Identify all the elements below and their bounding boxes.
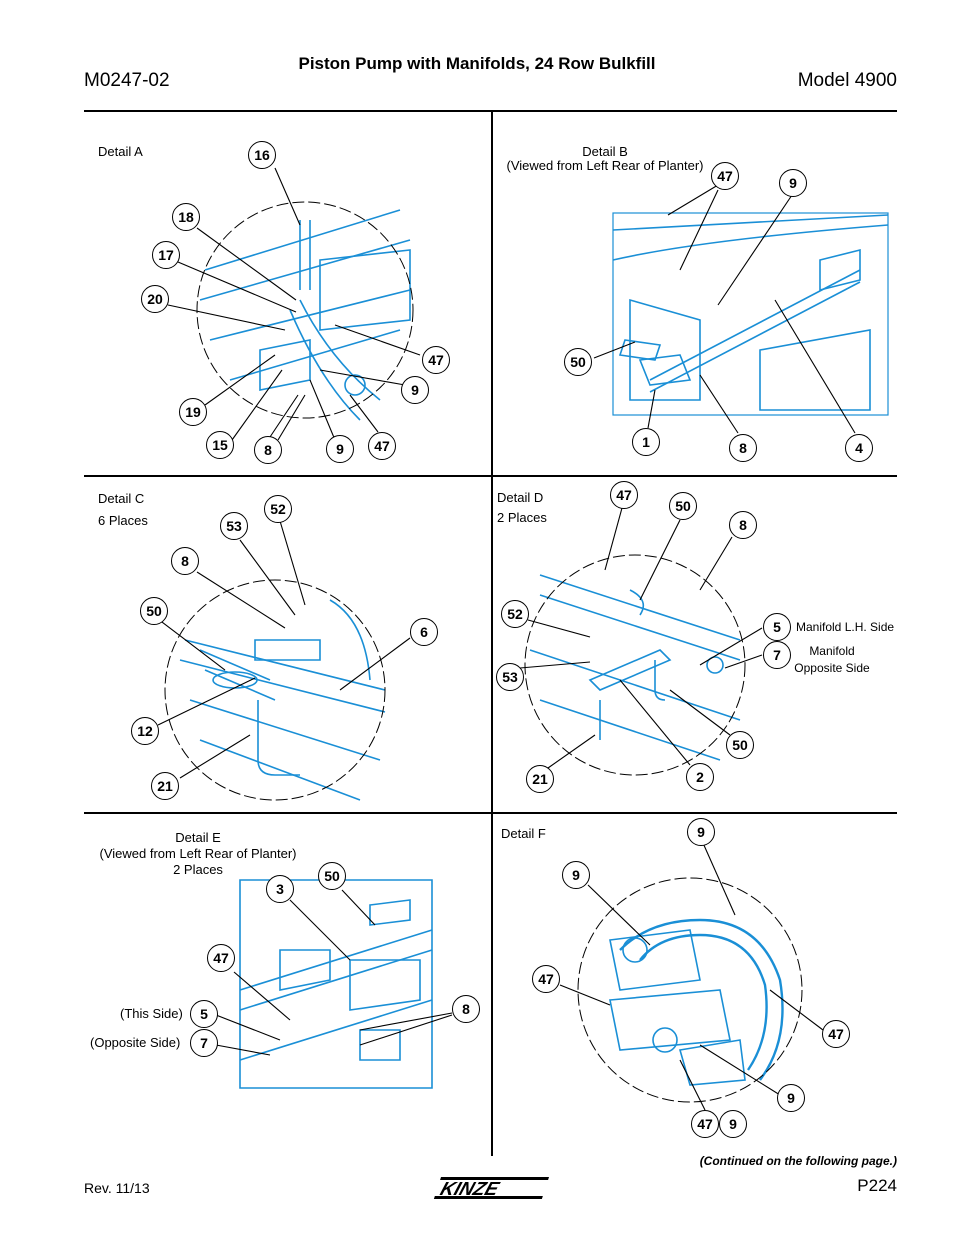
callout-a-8: 8 [254, 436, 282, 464]
callout-a-17: 17 [152, 241, 180, 269]
callout-e-50: 50 [318, 862, 346, 890]
detail-c-illustration [179, 599, 386, 801]
note-manifold-opp-2: Opposite Side [794, 661, 870, 675]
callout-f-47c: 47 [691, 1110, 719, 1138]
detail-b-illustration [612, 214, 889, 411]
callout-f-9b: 9 [562, 861, 590, 889]
callout-b-1: 1 [632, 428, 660, 456]
header-rule [84, 110, 897, 112]
continued-note: (Continued on the following page.) [699, 1154, 897, 1168]
grid-row-divider-2 [84, 812, 897, 814]
callout-e-3: 3 [266, 875, 294, 903]
callout-d-50: 50 [669, 492, 697, 520]
kinze-logo-text: KINZE [438, 1178, 503, 1199]
detail-e-subtitle2: 2 Places [173, 862, 223, 877]
detail-f-illustration [609, 918, 784, 1086]
detail-d-illustration [529, 574, 741, 761]
callout-c-50: 50 [140, 597, 168, 625]
model-number: Model 4900 [797, 70, 897, 91]
callout-a-19: 19 [179, 398, 207, 426]
detail-d-title: Detail D [497, 490, 544, 505]
detail-b-frame [612, 212, 889, 416]
callout-a-16: 16 [248, 141, 276, 169]
detail-f-title: Detail F [501, 826, 546, 841]
detail-b-subtitle: (Viewed from Left Rear of Planter) [506, 158, 704, 173]
callout-b-47: 47 [711, 162, 739, 190]
grid-row-divider-1 [84, 475, 897, 477]
detail-d-subtitle: 2 Places [497, 510, 547, 525]
callout-a-9: 9 [401, 376, 429, 404]
kinze-logo: KINZE [432, 1174, 550, 1202]
callout-e-8: 8 [452, 995, 480, 1023]
note-manifold-opp-1: Manifold [809, 644, 855, 658]
callout-e-7: 7 [190, 1029, 218, 1057]
callout-a-47b: 47 [368, 432, 396, 460]
detail-a-frame [196, 201, 414, 419]
detail-c-frame [164, 579, 386, 801]
callout-d-5: 5 [763, 613, 791, 641]
callout-b-9: 9 [779, 169, 807, 197]
callout-a-20: 20 [141, 285, 169, 313]
page-number: P224 [857, 1176, 897, 1195]
page-title: Piston Pump with Manifolds, 24 Row Bulkf… [298, 54, 656, 73]
callout-d-7: 7 [763, 641, 791, 669]
detail-a-title: Detail A [98, 144, 143, 159]
callout-a-9b: 9 [326, 435, 354, 463]
callout-a-15: 15 [206, 431, 234, 459]
callout-e-47: 47 [207, 944, 235, 972]
callout-b-50: 50 [564, 348, 592, 376]
callout-d-52: 52 [501, 600, 529, 628]
note-opposite-side: (Opposite Side) [90, 1035, 181, 1050]
detail-b-title: Detail B [582, 144, 628, 159]
detail-d-frame [524, 554, 746, 776]
callout-c-6: 6 [410, 618, 438, 646]
callout-a-47: 47 [422, 346, 450, 374]
callout-f-47: 47 [532, 965, 560, 993]
detail-e-illustration [239, 879, 433, 1089]
callout-a-18: 18 [172, 203, 200, 231]
detail-e-subtitle: (Viewed from Left Rear of Planter) [99, 846, 297, 861]
note-manifold-lh: Manifold L.H. Side [796, 620, 895, 634]
leader-lines [157, 167, 856, 1111]
callout-c-21: 21 [151, 772, 179, 800]
callout-f-9: 9 [687, 818, 715, 846]
callout-d-50b: 50 [726, 731, 754, 759]
callout-c-8: 8 [171, 547, 199, 575]
callout-f-47b: 47 [822, 1020, 850, 1048]
detail-e-title: Detail E [175, 830, 221, 845]
doc-number: M0247-02 [84, 70, 170, 91]
note-this-side: (This Side) [120, 1006, 183, 1021]
callout-e-5: 5 [190, 1000, 218, 1028]
kinze-logo-mark: KINZE [433, 1177, 550, 1200]
callout-d-21: 21 [526, 765, 554, 793]
callout-d-47: 47 [610, 481, 638, 509]
revision-date: Rev. 11/13 [84, 1180, 150, 1196]
callout-d-53: 53 [496, 663, 524, 691]
callout-c-53: 53 [220, 512, 248, 540]
callout-b-8: 8 [729, 434, 757, 462]
callout-c-12: 12 [131, 717, 159, 745]
callout-b-4: 4 [845, 434, 873, 462]
detail-f-frame [577, 877, 803, 1103]
callout-c-52: 52 [264, 495, 292, 523]
callout-d-2: 2 [686, 763, 714, 791]
callout-f-9c: 9 [777, 1084, 805, 1112]
grid-vertical-divider [491, 112, 493, 1156]
callout-f-9d: 9 [719, 1110, 747, 1138]
detail-c-title: Detail C [98, 491, 145, 506]
detail-c-subtitle: 6 Places [98, 513, 148, 528]
callout-d-8: 8 [729, 511, 757, 539]
